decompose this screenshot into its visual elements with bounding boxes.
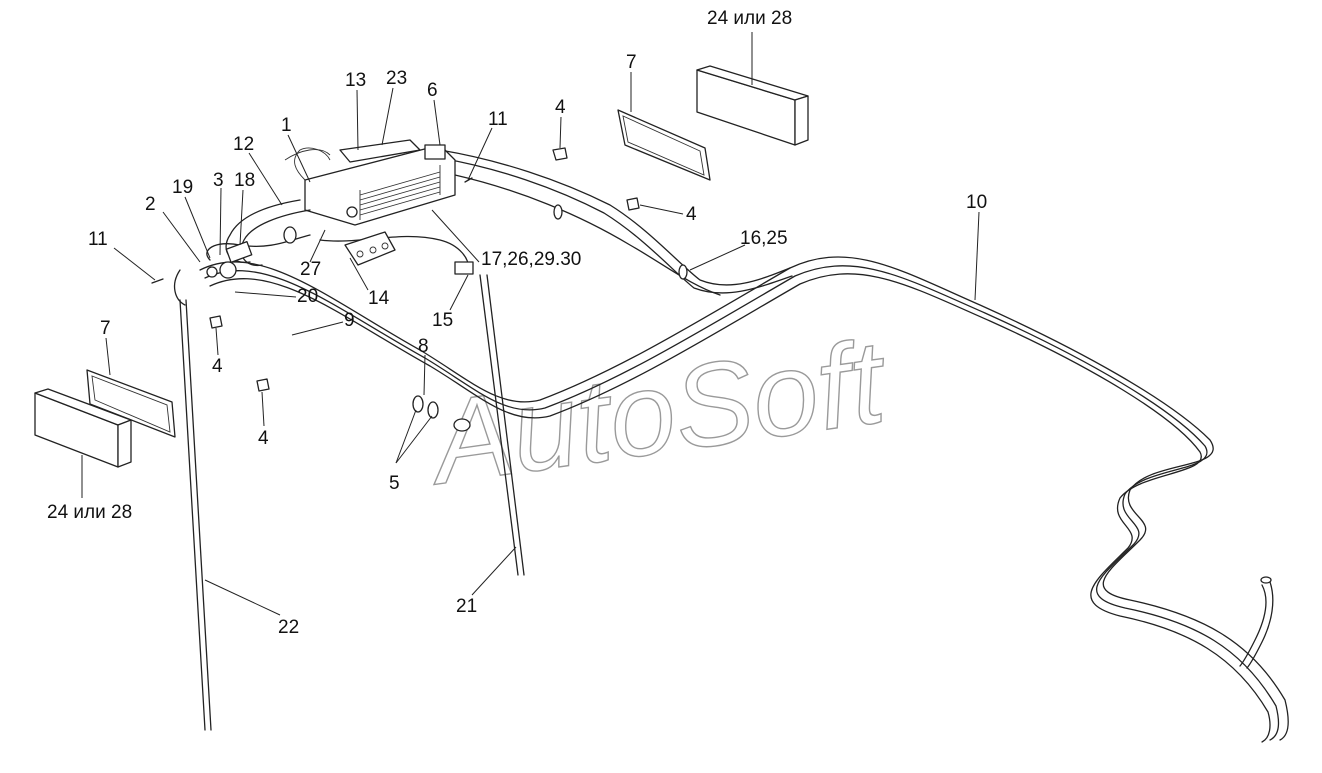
heater-unit — [294, 139, 456, 226]
filter-left — [34, 369, 176, 468]
callout-labels: 24 или 28 7 13 23 6 11 4 1 12 19 3 18 2 … — [47, 8, 987, 638]
callout-21: 21 — [456, 596, 477, 617]
callout-9: 9 — [344, 310, 355, 331]
callout-19: 19 — [172, 177, 193, 198]
callout-8: 8 — [418, 336, 429, 357]
callout-1: 1 — [281, 115, 292, 136]
callout-16-25: 16,25 — [740, 228, 788, 249]
couplings — [412, 204, 688, 432]
callout-24-28-left: 24 или 28 — [47, 502, 132, 523]
filter-right — [617, 65, 809, 181]
callout-18: 18 — [234, 170, 255, 191]
callout-11-top: 11 — [488, 109, 508, 130]
callout-4-right: 4 — [686, 204, 697, 225]
callout-22: 22 — [278, 617, 299, 638]
callout-11-left: 11 — [88, 229, 108, 250]
callout-27: 27 — [300, 259, 321, 280]
drain-tubes — [179, 274, 525, 731]
callout-15: 15 — [432, 310, 453, 331]
callout-3: 3 — [213, 170, 224, 191]
callout-7-left: 7 — [100, 318, 111, 339]
callout-12: 12 — [233, 134, 254, 155]
hose-upper — [439, 149, 793, 296]
callout-4-top: 4 — [555, 97, 566, 118]
callout-10: 10 — [966, 192, 987, 213]
callout-7-top: 7 — [626, 52, 637, 73]
hose-bundle-10 — [199, 256, 1289, 743]
callout-24-28-top: 24 или 28 — [707, 8, 792, 29]
callout-20: 20 — [297, 286, 318, 307]
control-parts — [206, 149, 474, 279]
callout-4-left: 4 — [212, 356, 223, 377]
callout-4-bottom: 4 — [258, 428, 269, 449]
callout-13: 13 — [345, 70, 366, 91]
callout-23: 23 — [386, 68, 407, 89]
hose-left-loop — [173, 199, 469, 306]
callout-17-26-29-30: 17,26,29.30 — [481, 249, 581, 270]
callout-14: 14 — [368, 288, 390, 309]
callout-5: 5 — [389, 473, 400, 494]
callout-6: 6 — [427, 80, 438, 101]
callout-2: 2 — [145, 194, 156, 215]
clips — [209, 147, 640, 392]
leader-lines — [81, 32, 980, 616]
